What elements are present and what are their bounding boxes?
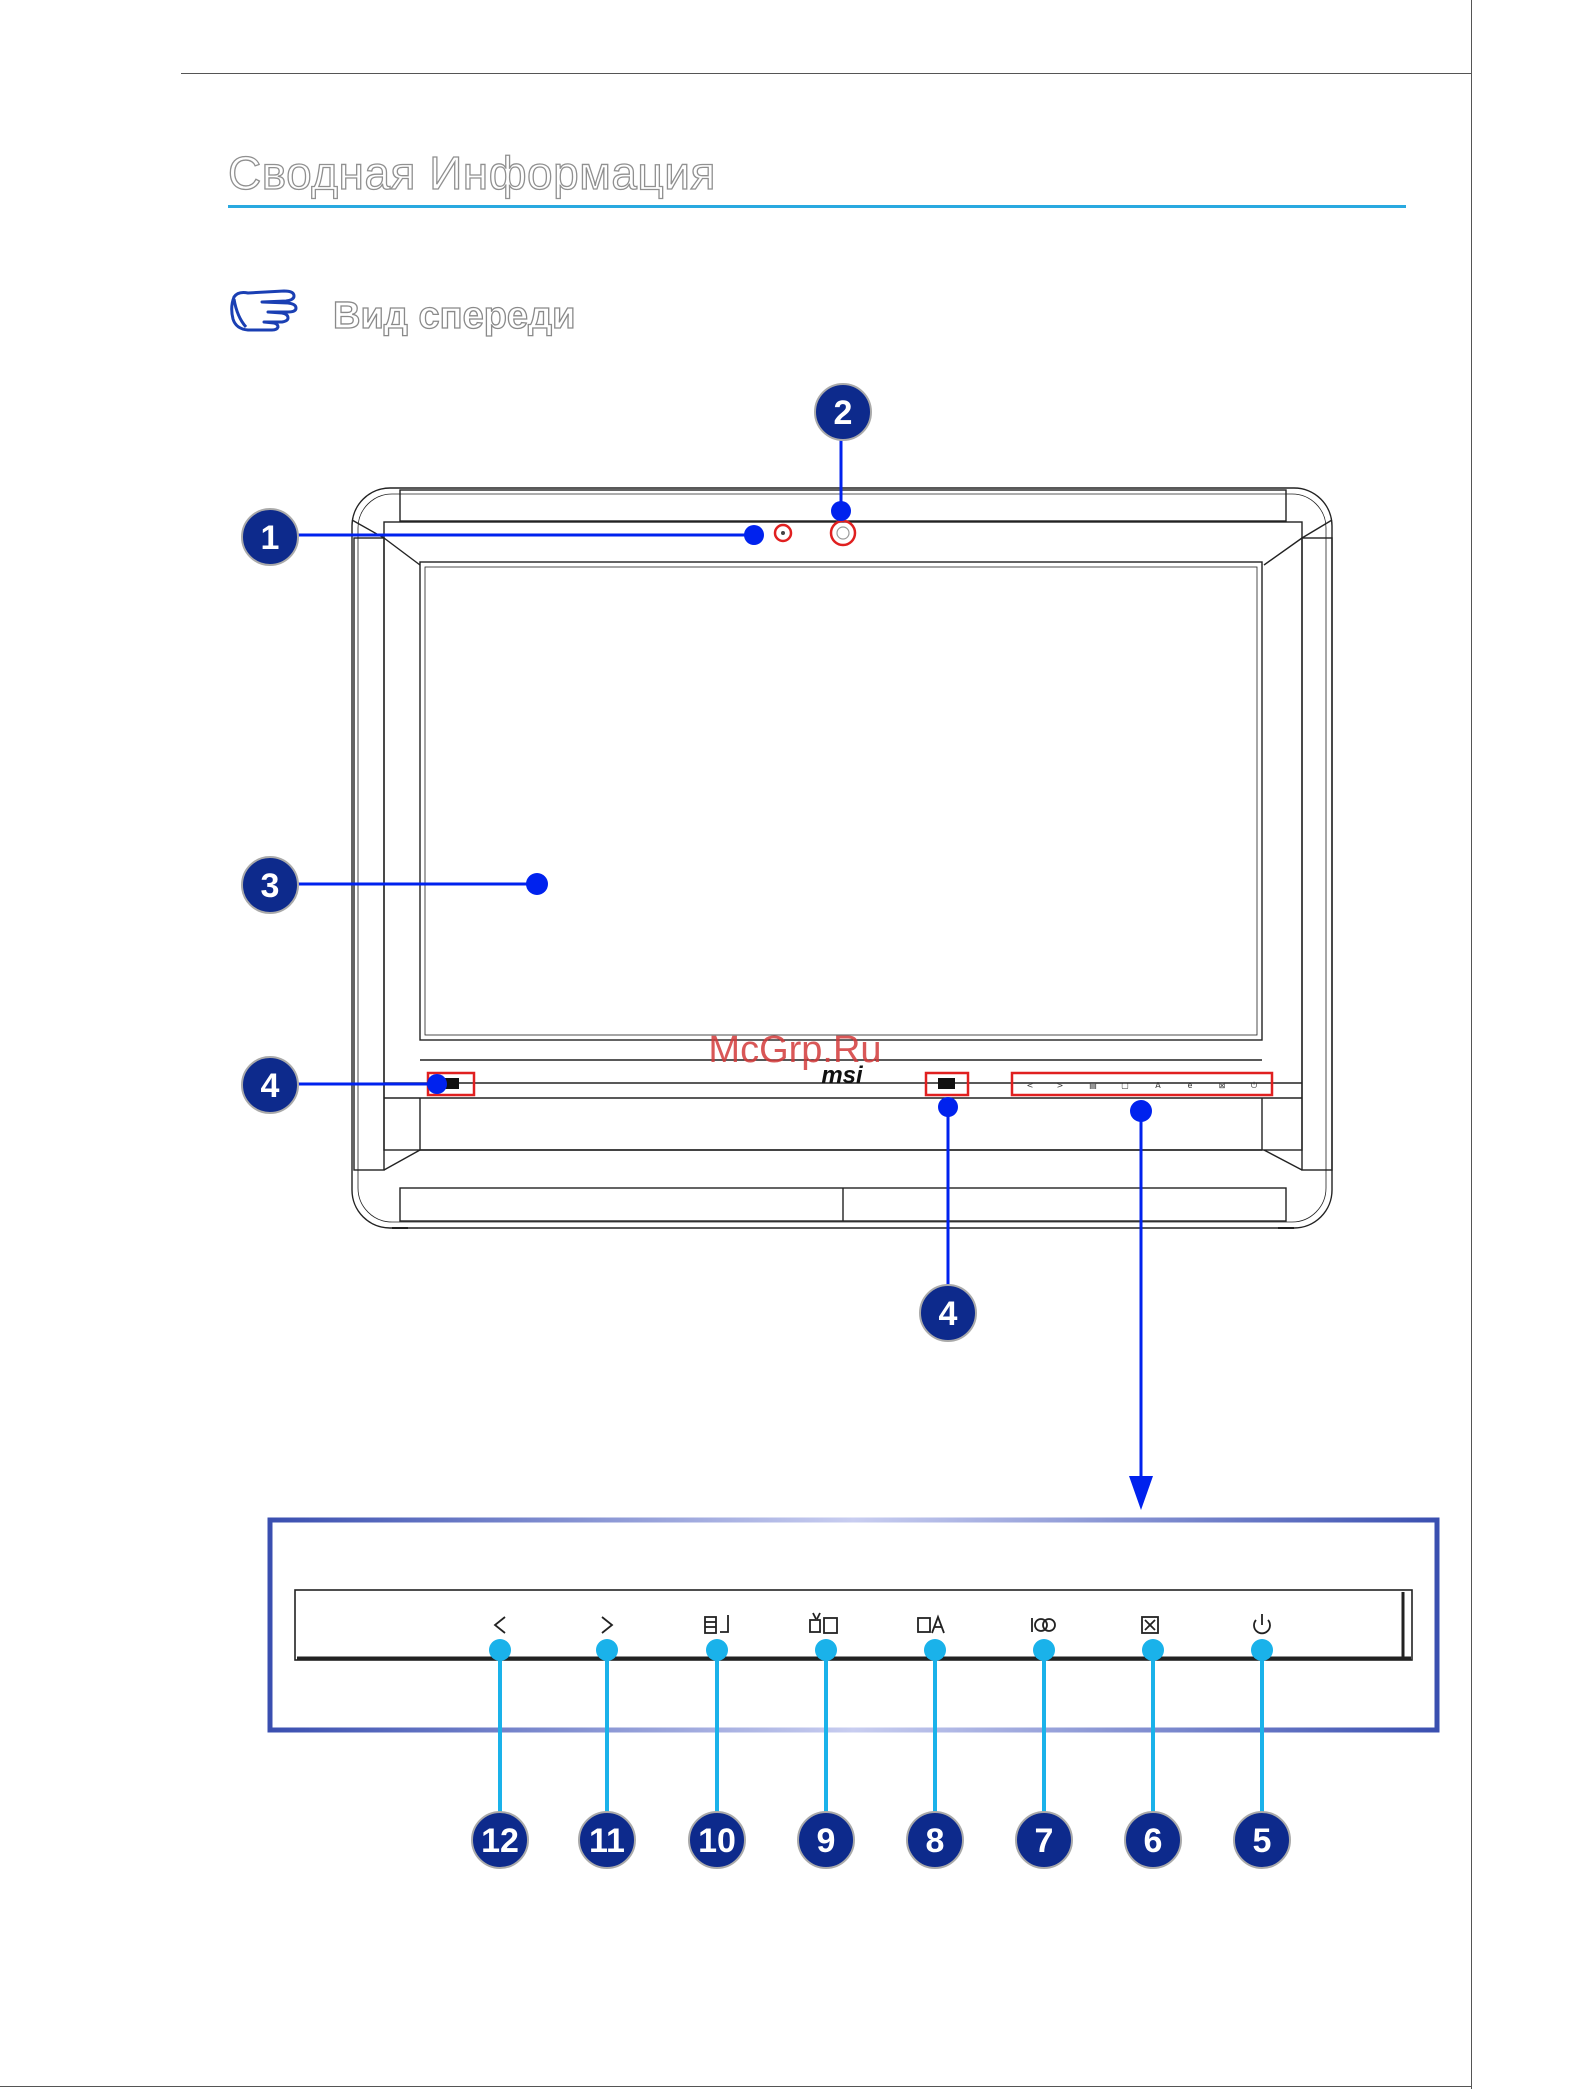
callout-4-bottom: 4 [920, 1285, 976, 1341]
svg-text:4: 4 [261, 1067, 280, 1105]
callout-8: 8 [907, 1812, 963, 1868]
callout-12: 12 [472, 1812, 528, 1868]
callout-5: 5 [1234, 1812, 1290, 1868]
svg-text:<: < [1027, 1081, 1034, 1090]
msi-logo: msi [821, 1062, 864, 1089]
svg-text:A: A [1155, 1081, 1161, 1090]
callout-7: 7 [1016, 1812, 1072, 1868]
callout-4-left: 4 [242, 1057, 298, 1113]
svg-text:5: 5 [1253, 1822, 1272, 1860]
svg-text:8: 8 [926, 1822, 945, 1860]
svg-text:⊠: ⊠ [1219, 1081, 1226, 1090]
svg-text:4: 4 [939, 1295, 958, 1333]
callout-6: 6 [1125, 1812, 1181, 1868]
svg-text:12: 12 [481, 1822, 519, 1860]
monitor-front [352, 488, 1332, 1228]
callouts-panel: 12 11 10 9 8 7 6 5 [472, 1812, 1290, 1868]
callout-1: 1 [242, 509, 298, 565]
callout-11: 11 [579, 1812, 635, 1868]
callout-2: 2 [815, 384, 871, 440]
svg-text:1: 1 [261, 519, 280, 557]
button-strip-box [1012, 1073, 1272, 1095]
svg-text:7: 7 [1035, 1822, 1054, 1860]
svg-text:3: 3 [261, 867, 280, 905]
svg-text:▤: ▤ [1089, 1081, 1097, 1090]
svg-text:2: 2 [834, 394, 853, 432]
callout-3: 3 [242, 857, 298, 913]
svg-text:▢: ▢ [1121, 1081, 1129, 1090]
svg-text:11: 11 [589, 1822, 625, 1860]
leader-lines-top [275, 438, 1153, 1510]
svg-text:⏻: ⏻ [1251, 1081, 1258, 1090]
svg-text:10: 10 [698, 1822, 736, 1860]
svg-text:e: e [1188, 1081, 1193, 1090]
svg-text:6: 6 [1144, 1822, 1163, 1860]
svg-text:9: 9 [817, 1822, 836, 1860]
svg-text:>: > [1057, 1081, 1064, 1090]
webcam-icon [831, 521, 855, 545]
callout-9: 9 [798, 1812, 854, 1868]
callout-10: 10 [689, 1812, 745, 1868]
